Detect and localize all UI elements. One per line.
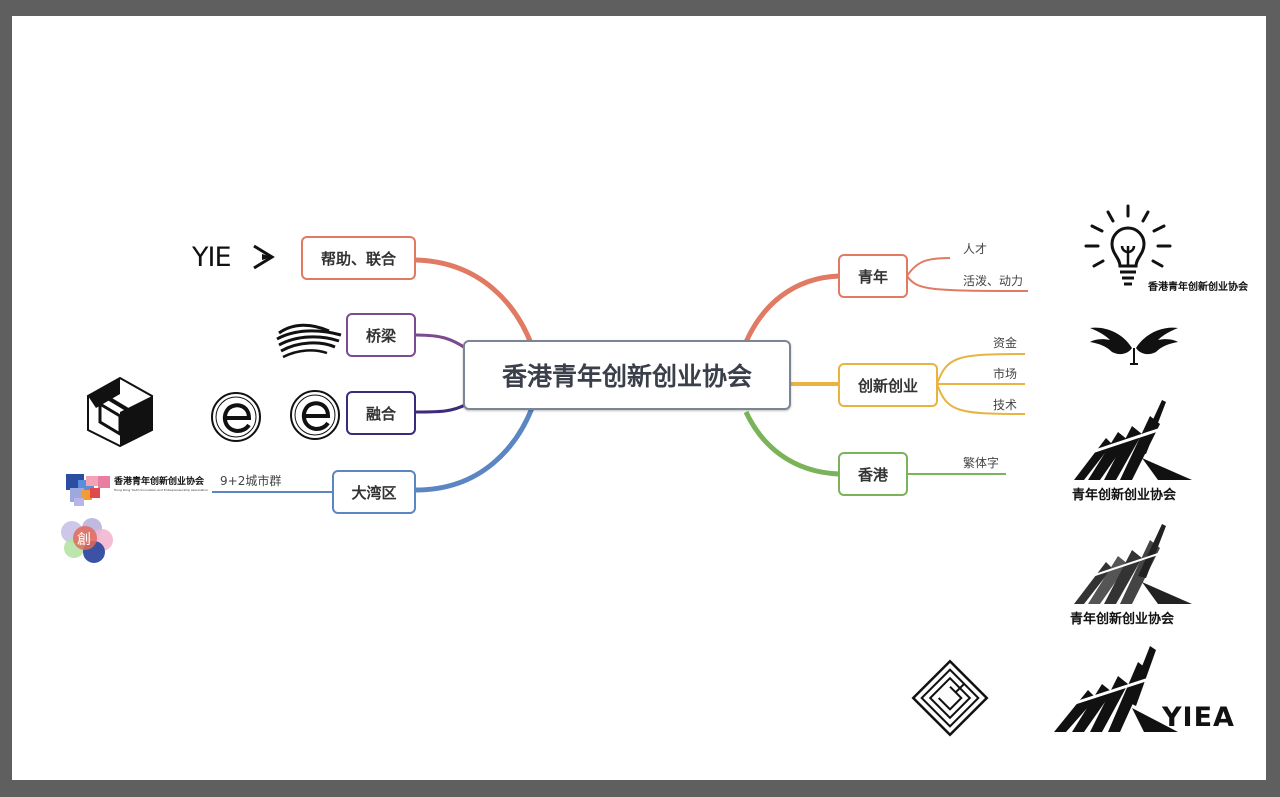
subtopic-market[interactable]: 市场	[993, 367, 1018, 381]
lightbulb-logo-text: 香港青年创新创业协会	[1148, 282, 1248, 293]
mindmap-connections	[212, 257, 1029, 493]
subtopic-talent[interactable]: 人才	[963, 242, 988, 256]
stripe-logo-2-text: 青年创新创业协会	[1070, 612, 1175, 627]
central-topic[interactable]: 香港青年创新创业协会	[463, 340, 791, 410]
link-youth	[743, 273, 840, 344]
yie-wordmark-text: YIE	[192, 242, 232, 273]
subtopic-9-2-cities[interactable]: 9+2城市群	[220, 474, 282, 488]
subtopic-funding[interactable]: 资金	[993, 336, 1018, 350]
link-fusion	[415, 402, 468, 414]
link-hk	[743, 410, 840, 477]
lightbulb-logo: 香港青年创新创业协会	[1078, 200, 1254, 294]
yie-pencil-logo: YIE	[192, 242, 278, 273]
branch-youth[interactable]: 青年	[838, 254, 908, 298]
wings-logo	[1090, 327, 1178, 365]
circle-e-logo-1	[211, 392, 261, 442]
mosaic-association-logo: 香港青年创新创业协会 Hong Kong Youth Innovation an…	[64, 472, 214, 508]
yiea-wordmark-text: YIEA	[1162, 702, 1235, 733]
stripe-logo-1: 青年创新创业协会	[1066, 398, 1196, 503]
link-bridge	[415, 333, 468, 351]
bridge-stroke-logo	[276, 323, 342, 359]
cube-emblem-logo	[87, 376, 153, 448]
mindmap-canvas: 香港青年创新创业协会 帮助、联合 桥梁 融合 大湾区 9+2城市群 青年 创新创…	[12, 16, 1266, 780]
branch-bridge[interactable]: 桥梁	[346, 313, 416, 357]
link-bay	[415, 407, 535, 493]
branch-greater-bay[interactable]: 大湾区	[332, 470, 416, 514]
subtopic-traditional-chinese[interactable]: 繁体字	[963, 456, 1000, 470]
subtopic-technology[interactable]: 技术	[993, 398, 1018, 412]
stripe-logo-1-text: 青年创新创业协会	[1072, 488, 1177, 503]
circle-e-logo-2	[290, 390, 340, 440]
maze-stamp-logo	[911, 659, 989, 737]
mosaic-logo-subtext: Hong Kong Youth Innovation and Entrepren…	[114, 488, 208, 492]
subtopic-lively-energy[interactable]: 活泼、动力	[963, 274, 1024, 288]
branch-help-unite[interactable]: 帮助、联合	[301, 236, 416, 280]
stripe-logo-2: 青年创新创业协会	[1066, 520, 1196, 627]
chuang-circles-logo: 創	[58, 516, 116, 564]
branch-hong-kong[interactable]: 香港	[838, 452, 908, 496]
yiea-logo: YIEA	[1052, 644, 1246, 736]
branch-innovation[interactable]: 创新创业	[838, 363, 938, 407]
chuang-character: 創	[77, 532, 91, 548]
link-help	[415, 257, 535, 347]
branch-fusion[interactable]: 融合	[346, 391, 416, 435]
mosaic-logo-text: 香港青年创新创业协会	[114, 477, 205, 487]
